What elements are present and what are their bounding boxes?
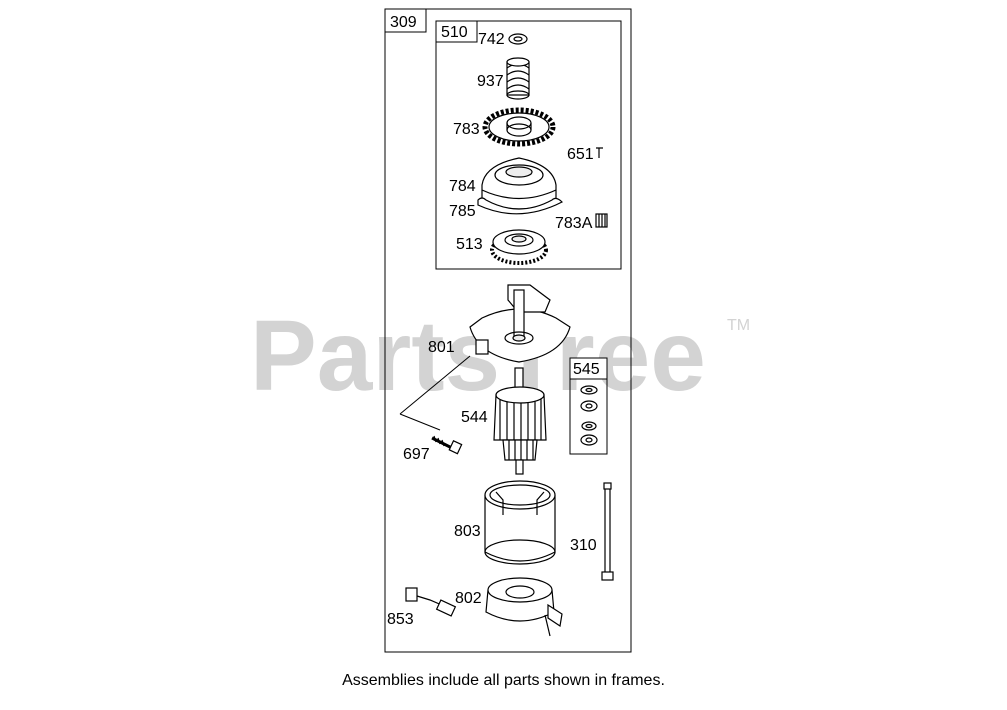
part-853-terminal[interactable] (405, 587, 457, 617)
frame-309-label: 309 (390, 14, 417, 31)
label-785: 785 (449, 203, 476, 220)
label-853: 853 (387, 611, 414, 628)
frame-510: 510 (435, 20, 622, 270)
frame-545: 545 (569, 357, 608, 455)
label-742: 742 (478, 31, 505, 48)
part-310-bolt[interactable] (601, 482, 614, 581)
part-784-housing[interactable] (481, 157, 557, 210)
label-801: 801 (428, 339, 455, 356)
label-544: 544 (461, 409, 488, 426)
watermark-tm: TM (727, 317, 750, 334)
frame-309: 309 (384, 8, 632, 653)
label-697: 697 (403, 446, 430, 463)
label-513: 513 (456, 236, 483, 253)
part-801-endcap[interactable] (469, 284, 571, 363)
watermark: PartsTree TM (250, 300, 750, 412)
part-544-armature[interactable] (493, 367, 547, 475)
part-802-brush-cap[interactable] (485, 577, 563, 637)
part-697-bolt[interactable] (431, 435, 463, 455)
label-802: 802 (455, 590, 482, 607)
watermark-text: PartsTree (250, 300, 706, 412)
part-labels: 742 937 783 651 784 785 783A 513 801 544… (387, 31, 597, 628)
label-310: 310 (570, 537, 597, 554)
label-651: 651 (567, 146, 594, 163)
frame-510-label: 510 (441, 24, 468, 41)
label-783: 783 (453, 121, 480, 138)
part-803-field-housing[interactable] (484, 480, 556, 565)
part-651-screw[interactable] (596, 147, 603, 158)
part-937-spring[interactable] (506, 57, 530, 100)
part-545-washers[interactable] (580, 385, 598, 446)
part-785-gasket[interactable] (477, 197, 564, 215)
part-742-nut[interactable] (508, 33, 528, 45)
leader-lines (399, 355, 471, 431)
frame-545-label: 545 (573, 361, 600, 378)
part-513-ring[interactable] (490, 229, 548, 265)
part-783-gear[interactable] (482, 107, 556, 147)
diagram-caption: Assemblies include all parts shown in fr… (342, 672, 665, 689)
label-784: 784 (449, 178, 476, 195)
part-783a-clip[interactable] (595, 213, 608, 228)
label-937: 937 (477, 73, 504, 90)
label-803: 803 (454, 523, 481, 540)
label-783a: 783A (555, 215, 593, 232)
